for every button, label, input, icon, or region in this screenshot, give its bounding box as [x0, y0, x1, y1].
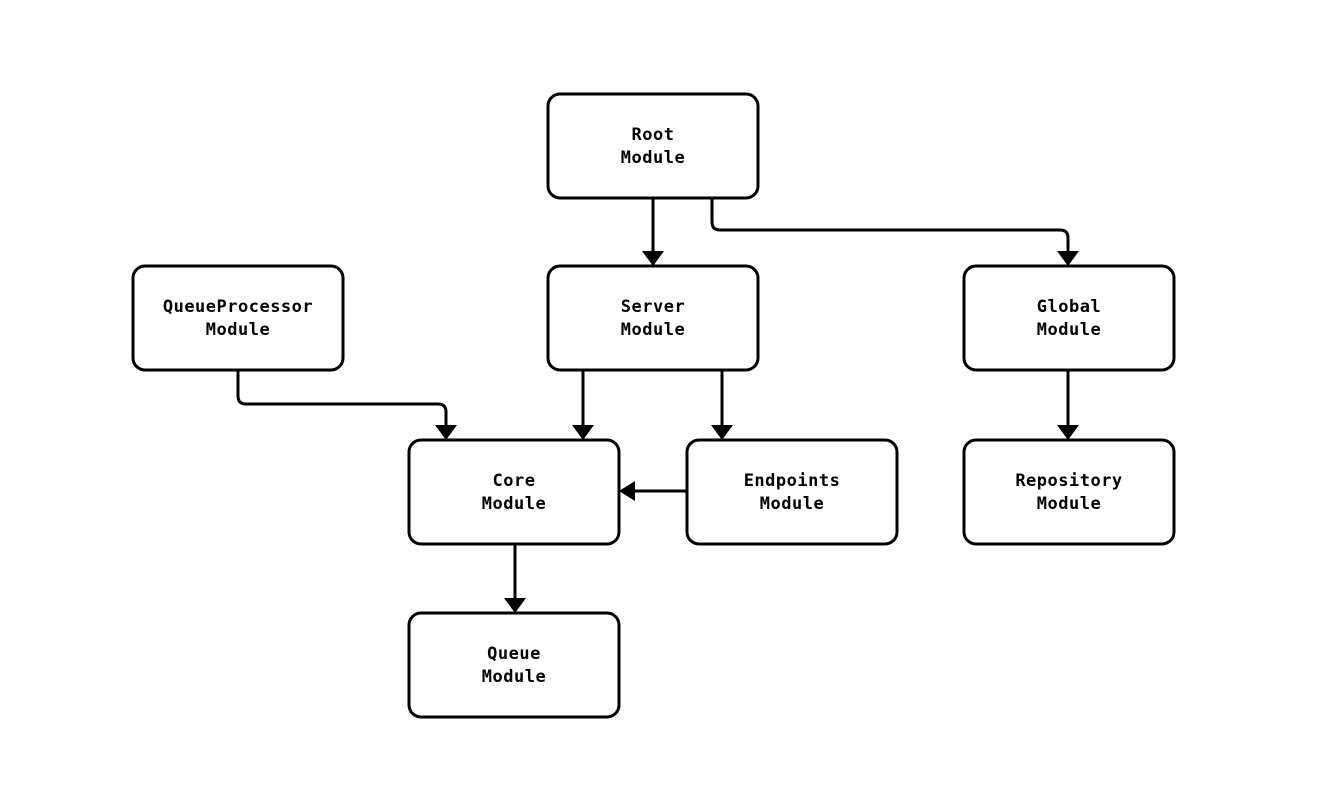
edge-queueprocessor-to-core	[236, 370, 457, 440]
node-label-secondary: Module	[621, 148, 685, 168]
node-box[interactable]	[685, 438, 899, 546]
node-label-secondary: Module	[760, 494, 824, 514]
node-label-secondary: Module	[1037, 320, 1101, 340]
node-box[interactable]	[131, 264, 345, 372]
edge-server-to-core	[572, 370, 594, 440]
edge-core-to-queue	[504, 544, 526, 613]
node-label-primary: Root	[632, 125, 675, 145]
edge-line	[710, 198, 1070, 254]
edge-line	[236, 370, 448, 428]
arrowhead-icon	[504, 598, 526, 613]
edge-server-to-endpoints	[711, 370, 733, 440]
node-label-primary: Global	[1037, 297, 1101, 317]
node-label-primary: Queue	[487, 644, 541, 664]
arrowhead-icon	[1057, 251, 1079, 266]
edge-endpoints-to-core	[619, 481, 687, 501]
node-label-primary: Server	[621, 297, 685, 317]
node-label-primary: Core	[493, 471, 536, 491]
node-layer: RootModuleQueueProcessorModuleServerModu…	[131, 92, 1176, 719]
edge-layer	[236, 198, 1079, 613]
node-box[interactable]	[407, 438, 621, 546]
arrowhead-icon	[435, 425, 457, 440]
arrowhead-icon	[711, 425, 733, 440]
arrowhead-icon	[642, 251, 664, 266]
node-box[interactable]	[546, 92, 760, 200]
node-label-primary: Repository	[1015, 471, 1122, 491]
node-label-secondary: Module	[482, 494, 546, 514]
arrowhead-icon	[572, 425, 594, 440]
node-label-secondary: Module	[206, 320, 270, 340]
node-label-primary: Endpoints	[744, 471, 841, 491]
node-box[interactable]	[962, 264, 1176, 372]
node-label-primary: QueueProcessor	[163, 297, 313, 317]
node-label-secondary: Module	[482, 667, 546, 687]
node-box[interactable]	[407, 611, 621, 719]
node-box[interactable]	[962, 438, 1176, 546]
arrowhead-icon	[619, 481, 635, 501]
arrowhead-icon	[1057, 425, 1079, 440]
edge-root-to-global	[710, 198, 1079, 266]
node-label-secondary: Module	[621, 320, 685, 340]
node-label-secondary: Module	[1037, 494, 1101, 514]
edge-root-to-server	[642, 198, 664, 266]
node-box[interactable]	[546, 264, 760, 372]
edge-global-to-repository	[1057, 370, 1079, 440]
